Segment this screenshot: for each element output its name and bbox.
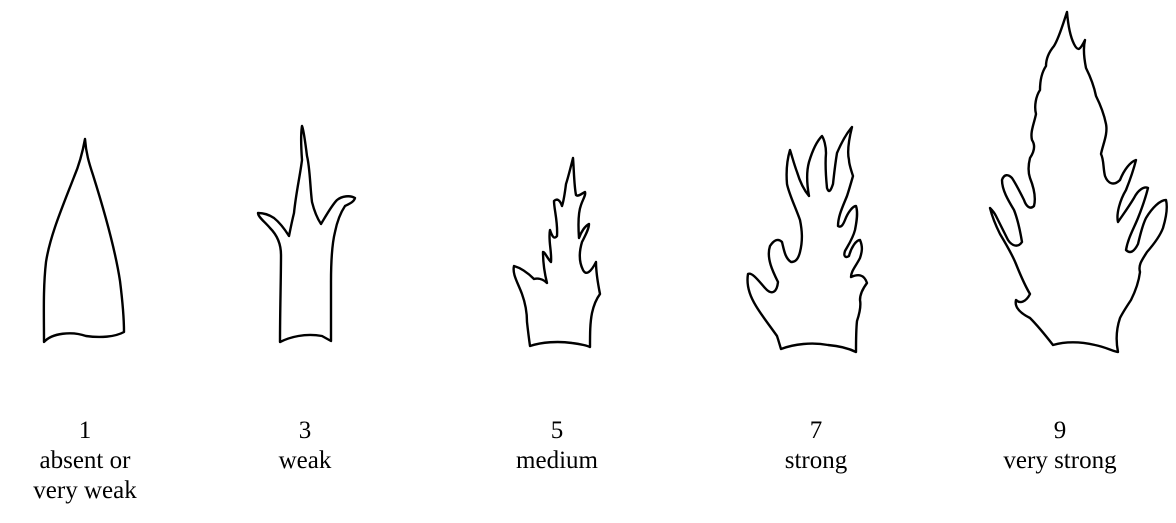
- label-3-caption: weak: [278, 447, 332, 474]
- leaf-outline-5: [512, 156, 602, 349]
- label-3-number: 3: [298, 417, 312, 444]
- label-1-number: 1: [78, 417, 92, 444]
- label-5-number: 5: [550, 417, 564, 444]
- label-5: 5 medium: [447, 416, 667, 476]
- leaf-outline-9: [988, 10, 1168, 354]
- label-7-caption: strong: [784, 447, 848, 474]
- leaf-outline-7: [746, 125, 869, 354]
- label-1-caption-line-2: very weak: [33, 477, 137, 504]
- leaf-outline-3: [256, 124, 357, 344]
- label-1-caption-line-1: absent or: [39, 447, 131, 474]
- label-3: 3 weak: [195, 416, 415, 476]
- label-9: 9 very strong: [950, 416, 1170, 476]
- label-9-number: 9: [1053, 417, 1067, 444]
- label-9-caption: very strong: [1003, 447, 1117, 474]
- label-5-caption: medium: [516, 447, 598, 474]
- label-7-number: 7: [809, 417, 823, 444]
- label-1: 1 absent or very weak: [0, 416, 195, 506]
- label-7: 7 strong: [706, 416, 926, 476]
- leaf-outline-1: [42, 137, 126, 344]
